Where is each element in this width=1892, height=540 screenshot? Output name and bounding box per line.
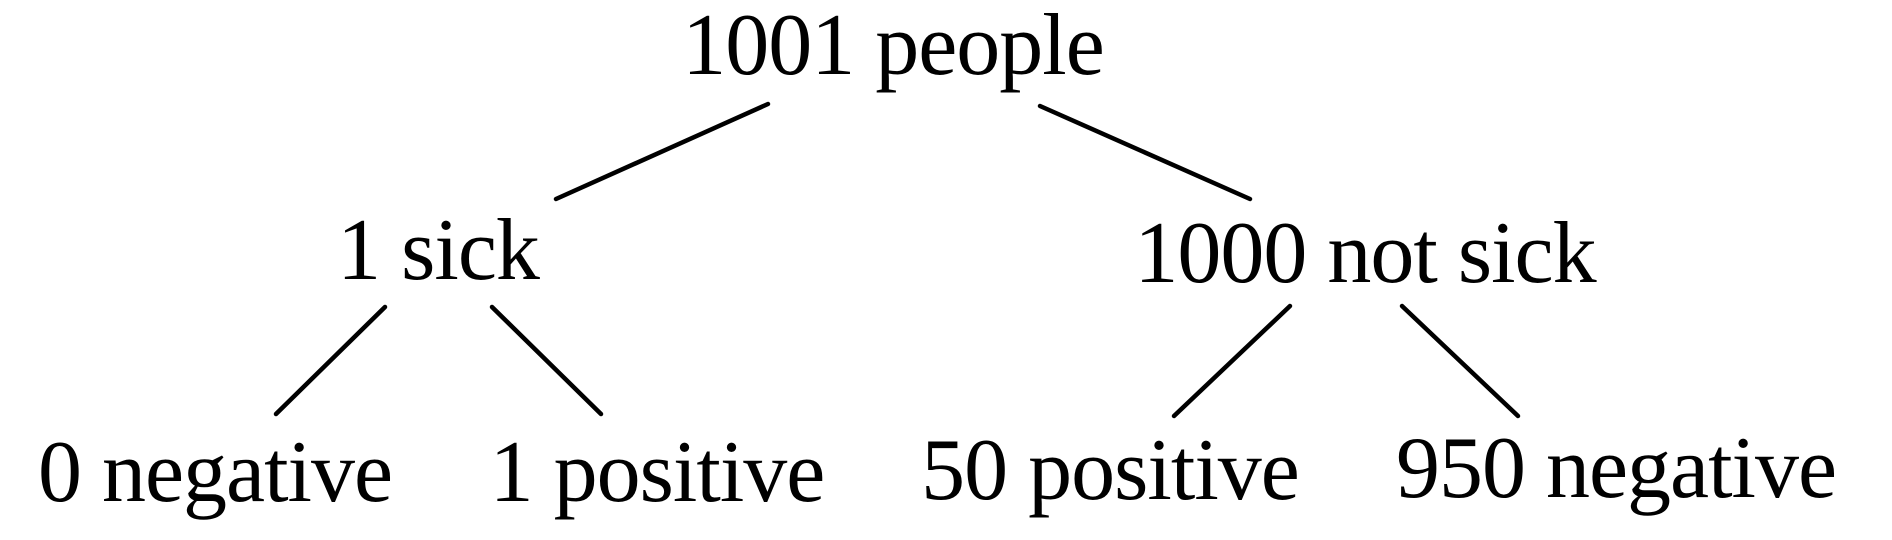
edge-root-to-not-sick [1037, 103, 1253, 202]
tree-node-sick-negative: 0 negative [37, 424, 393, 521]
edge-root-to-sick [553, 101, 771, 202]
tree-node-notsick-positive: 50 positive [921, 422, 1300, 519]
edge-sick-to-negative [273, 304, 388, 417]
edge-not-sick-to-negative [1399, 303, 1521, 419]
edge-sick-to-positive [489, 304, 604, 417]
tree-node-notsick-negative: 950 negative [1395, 420, 1837, 517]
tree-node-sick-positive: 1 positive [489, 424, 826, 521]
tree-node-sick: 1 sick [337, 202, 540, 299]
tree-node-not-sick: 1000 not sick [1134, 205, 1596, 302]
tree-node-root: 1001 people [682, 0, 1105, 94]
edge-not-sick-to-positive [1171, 303, 1293, 419]
